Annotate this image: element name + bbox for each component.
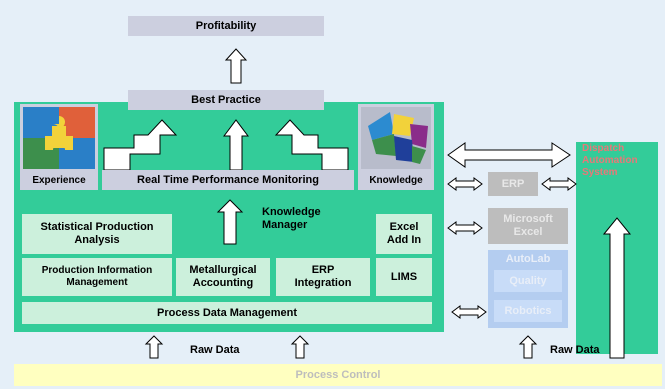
process-control-label: Process Control bbox=[295, 368, 381, 381]
arrow-rt-mid bbox=[223, 119, 249, 171]
rt-monitoring-label: Real Time Performance Monitoring bbox=[137, 173, 319, 186]
rt-monitoring-box: Real Time Performance Monitoring bbox=[102, 170, 354, 190]
raw-data-left-label: Raw Data bbox=[190, 344, 240, 356]
arrow-raw-right bbox=[518, 335, 538, 359]
experience-label: Experience bbox=[32, 175, 86, 186]
profitability-label: Profitability bbox=[195, 19, 257, 32]
best-practice-box: Best Practice bbox=[128, 90, 324, 110]
excel-addin-box: Excel Add In bbox=[376, 214, 432, 254]
prod-info-box: Production Information Management bbox=[22, 258, 172, 296]
prod-info-label: Production Information Management bbox=[41, 265, 153, 288]
stat-prod-box: Statistical Production Analysis bbox=[22, 214, 172, 254]
process-data-box: Process Data Management bbox=[22, 302, 432, 324]
autolab-box: AutoLab Quality Robotics bbox=[488, 250, 568, 328]
arrow-double-dispatch bbox=[447, 142, 571, 168]
arrow-double-autolab bbox=[451, 305, 487, 319]
knowledge-box: Knowledge bbox=[358, 104, 434, 190]
arrow-dispatch-up bbox=[602, 217, 632, 359]
process-control-bar: Process Control bbox=[14, 364, 662, 386]
quality-label: Quality bbox=[509, 274, 547, 287]
stat-prod-label: Statistical Production Analysis bbox=[40, 221, 154, 246]
arrow-raw-left bbox=[144, 335, 164, 359]
erp-label: ERP bbox=[501, 177, 525, 190]
arrow-rt-left bbox=[103, 119, 178, 171]
arrow-up-profit bbox=[224, 48, 248, 84]
lims-label: LIMS bbox=[390, 270, 418, 283]
quality-box: Quality bbox=[494, 270, 562, 292]
puzzle-pieces-icon bbox=[23, 107, 95, 169]
autolab-label: AutoLab bbox=[505, 252, 551, 265]
arrow-raw-mid bbox=[290, 335, 310, 359]
metallurgical-label: Metallurgical Accounting bbox=[189, 264, 257, 289]
knowledge-manager-label: Knowledge Manager bbox=[262, 206, 321, 231]
puzzle-cluster-icon bbox=[361, 107, 431, 169]
process-data-label: Process Data Management bbox=[157, 306, 297, 319]
arrow-double-erp-left bbox=[447, 177, 483, 191]
ms-excel-box: Microsoft Excel bbox=[488, 208, 568, 244]
metallurgical-box: Metallurgical Accounting bbox=[176, 258, 270, 296]
arrow-double-excel bbox=[447, 221, 483, 235]
dispatch-label: Dispatch Automation System bbox=[582, 143, 638, 178]
arrow-rt-right bbox=[274, 119, 349, 171]
experience-box: Experience bbox=[20, 104, 98, 190]
erp-box: ERP bbox=[488, 172, 538, 196]
lims-box: LIMS bbox=[376, 258, 432, 296]
arrow-double-erp-right bbox=[541, 177, 577, 191]
erp-integration-label: ERP Integration bbox=[294, 264, 352, 289]
ms-excel-label: Microsoft Excel bbox=[503, 213, 553, 238]
erp-integration-box: ERP Integration bbox=[276, 258, 370, 296]
excel-addin-label: Excel Add In bbox=[386, 221, 422, 246]
robotics-box: Robotics bbox=[494, 300, 562, 322]
arrow-km bbox=[216, 199, 244, 245]
raw-data-right-label: Raw Data bbox=[550, 344, 600, 356]
best-practice-label: Best Practice bbox=[191, 93, 261, 106]
robotics-label: Robotics bbox=[504, 304, 552, 317]
profitability-box: Profitability bbox=[128, 16, 324, 36]
knowledge-label: Knowledge bbox=[369, 175, 423, 186]
